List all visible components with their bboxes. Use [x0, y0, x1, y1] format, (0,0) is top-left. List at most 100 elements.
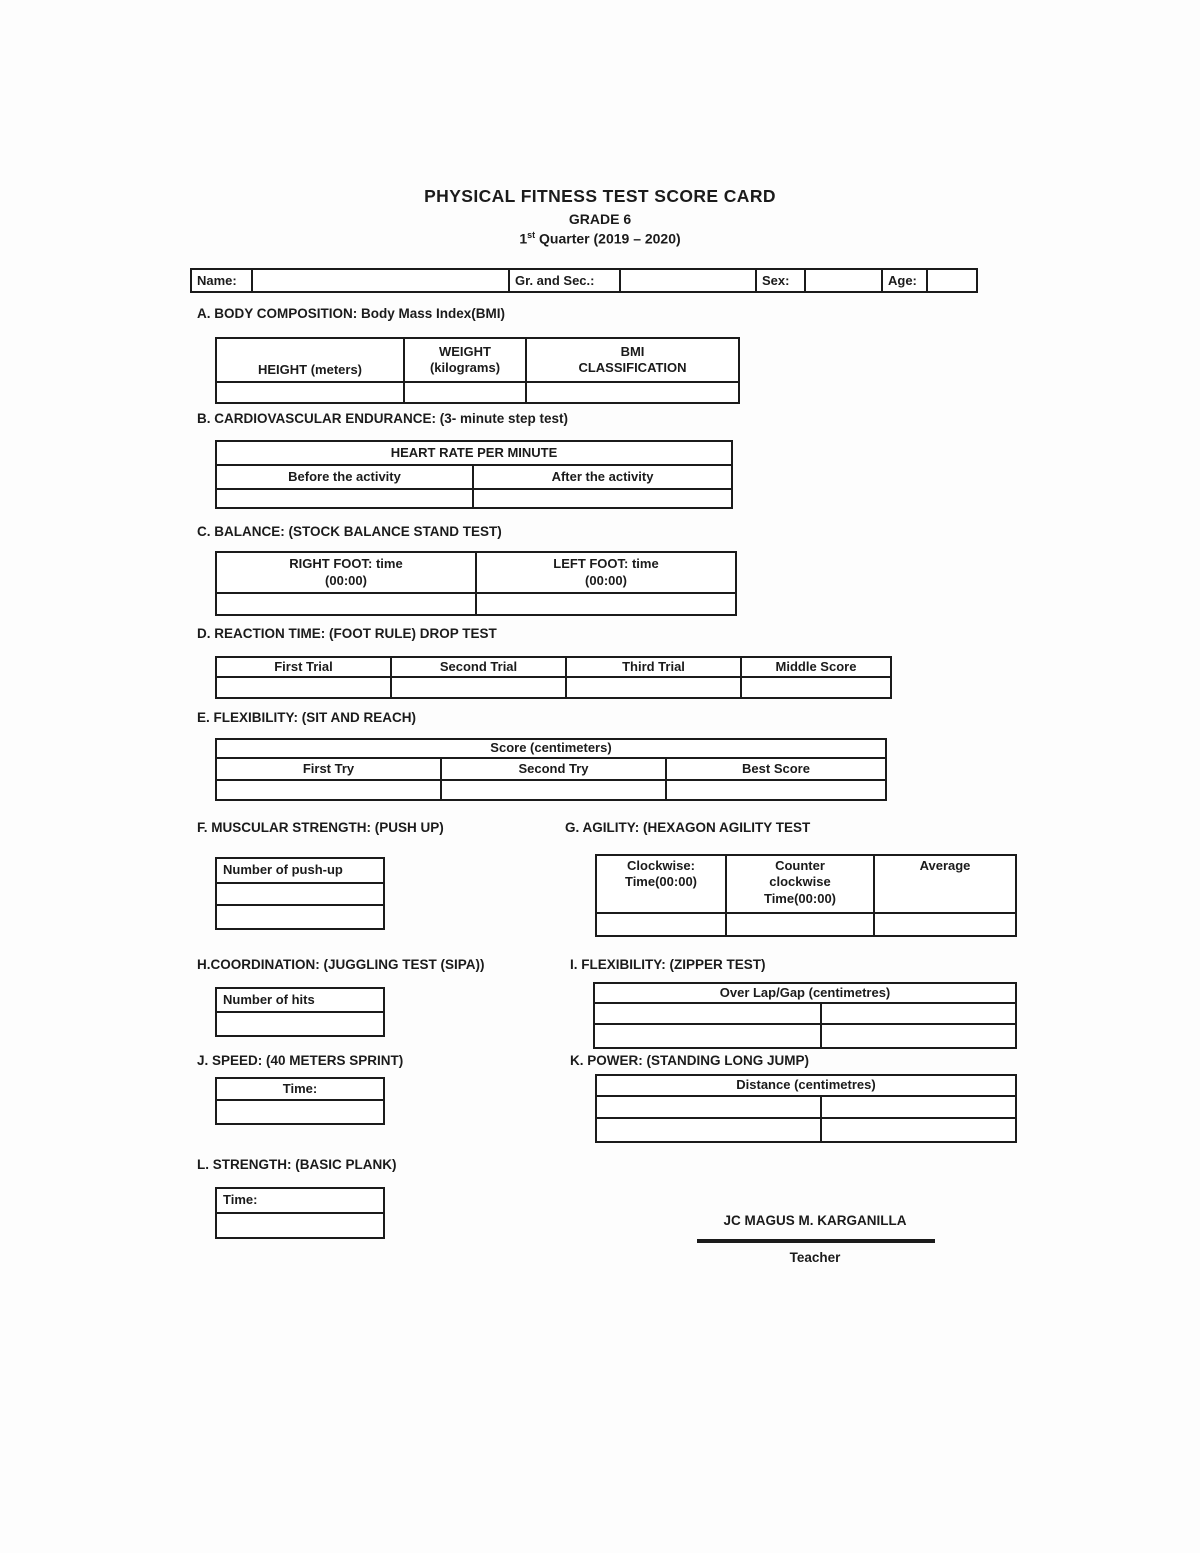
first-try-value-cell[interactable]	[217, 781, 442, 799]
grade-section-label: Gr. and Sec.:	[510, 270, 621, 291]
long-jump-table: Distance (centimetres)	[595, 1074, 1017, 1143]
height-value-cell[interactable]	[217, 383, 405, 402]
long-jump-value-row-2	[597, 1119, 1015, 1141]
after-activity-value-cell[interactable]	[474, 490, 731, 507]
long-jump-title-row: Distance (centimetres)	[597, 1076, 1015, 1097]
right-foot-value-cell[interactable]	[217, 594, 477, 614]
first-trial-value-cell[interactable]	[217, 678, 392, 697]
left-foot-column-header: LEFT FOOT: time (00:00)	[553, 556, 659, 588]
number-of-hits-label: Number of hits	[223, 991, 315, 1007]
teacher-role-label: Teacher	[789, 1250, 841, 1265]
balance-header-row: RIGHT FOOT: time (00:00) LEFT FOOT: time…	[217, 553, 735, 594]
heart-rate-title-row: HEART RATE PER MINUTE	[217, 442, 731, 466]
before-activity-column-header: Before the activity	[217, 466, 474, 488]
agility-value-row	[597, 914, 1015, 935]
sprint-time-label: Time:	[282, 1080, 318, 1096]
balance-value-row	[217, 594, 735, 614]
sex-label: Sex:	[757, 270, 806, 291]
long-jump-value-cell-2[interactable]	[822, 1097, 1015, 1117]
best-score-value-cell[interactable]	[667, 781, 885, 799]
student-info-bar: Name: Gr. and Sec.: Sex: Age:	[190, 268, 978, 293]
after-activity-column-header: After the activity	[551, 468, 654, 484]
sit-and-reach-table: Score (centimeters) First Try Second Try…	[215, 738, 887, 801]
long-jump-value-cell-3[interactable]	[597, 1119, 822, 1141]
age-label: Age:	[883, 270, 928, 291]
heart-rate-label-row: Before the activity After the activity	[217, 466, 731, 490]
zipper-test-table: Over Lap/Gap (centimetres)	[593, 982, 1017, 1049]
clockwise-value-cell[interactable]	[597, 914, 727, 935]
name-label: Name:	[192, 270, 253, 291]
second-try-value-cell[interactable]	[442, 781, 667, 799]
clockwise-column-header: Clockwise: Time(00:00)	[597, 856, 727, 912]
section-g-heading: G. AGILITY: (HEXAGON AGILITY TEST	[565, 820, 811, 835]
heart-rate-table-title: HEART RATE PER MINUTE	[390, 444, 558, 460]
zipper-value-cell-4[interactable]	[822, 1025, 1015, 1047]
middle-score-value-cell[interactable]	[742, 678, 890, 697]
long-jump-value-row-1	[597, 1097, 1015, 1119]
sprint-time-value-cell[interactable]	[217, 1101, 383, 1123]
age-value-field[interactable]	[928, 270, 976, 291]
middle-score-column-header: Middle Score	[775, 658, 857, 674]
quarter-line: 1st Quarter (2019 – 2020)	[0, 230, 1200, 247]
left-foot-value-cell[interactable]	[477, 594, 735, 614]
sprint-table: Time:	[215, 1077, 385, 1125]
sit-and-reach-value-row	[217, 781, 885, 799]
name-value-field[interactable]	[253, 270, 510, 291]
second-trial-value-cell[interactable]	[392, 678, 567, 697]
zipper-value-cell-3[interactable]	[595, 1025, 822, 1047]
zipper-title-row: Over Lap/Gap (centimetres)	[595, 984, 1015, 1004]
page-title: PHYSICAL FITNESS TEST SCORE CARD	[424, 186, 776, 206]
first-try-column-header: First Try	[217, 759, 442, 779]
section-j-heading: J. SPEED: (40 METERS SPRINT)	[197, 1053, 404, 1068]
push-up-table: Number of push-up	[215, 857, 385, 930]
bmi-table: HEIGHT (meters) WEIGHT (kilograms) BMI C…	[215, 337, 740, 404]
push-up-value-row-2	[217, 906, 383, 928]
first-trial-column-header: First Trial	[217, 658, 392, 676]
push-up-value-cell-2[interactable]	[217, 906, 383, 928]
plank-value-row	[217, 1214, 383, 1237]
sit-and-reach-table-title: Score (centimeters)	[490, 740, 612, 756]
before-activity-value-cell[interactable]	[217, 490, 474, 507]
zipper-table-title: Over Lap/Gap (centimetres)	[719, 984, 891, 1000]
bmi-classification-column-header: BMI CLASSIFICATION	[578, 343, 687, 375]
zipper-value-cell-1[interactable]	[595, 1004, 822, 1023]
document-header: PHYSICAL FITNESS TEST SCORE CARD GRADE 6…	[0, 186, 1200, 247]
plank-time-value-cell[interactable]	[217, 1214, 383, 1237]
section-h-heading: H.COORDINATION: (JUGGLING TEST (SIPA))	[197, 957, 485, 972]
hexagon-agility-table: Clockwise: Time(00:00) Counter clockwise…	[595, 854, 1017, 937]
section-e-heading: E. FLEXIBILITY: (SIT AND REACH)	[197, 710, 416, 725]
number-of-hits-value-cell[interactable]	[217, 1013, 383, 1035]
average-value-cell[interactable]	[875, 914, 1015, 935]
agility-header-row: Clockwise: Time(00:00) Counter clockwise…	[597, 856, 1015, 914]
quarter-ordinal-suffix: st	[527, 230, 536, 240]
section-c-heading: C. BALANCE: (STOCK BALANCE STAND TEST)	[197, 524, 502, 539]
push-up-count-label: Number of push-up	[223, 862, 343, 878]
teacher-name: JC MAGUS M. KARGANILLA	[723, 1213, 907, 1228]
long-jump-table-title: Distance (centimetres)	[736, 1077, 876, 1093]
long-jump-value-cell-1[interactable]	[597, 1097, 822, 1117]
counter-clockwise-value-cell[interactable]	[727, 914, 875, 935]
bmi-table-header-row: HEIGHT (meters) WEIGHT (kilograms) BMI C…	[217, 339, 738, 383]
long-jump-value-cell-4[interactable]	[822, 1119, 1015, 1141]
section-l-heading: L. STRENGTH: (BASIC PLANK)	[197, 1157, 397, 1172]
bmi-classification-value-cell[interactable]	[527, 383, 738, 402]
juggling-value-row	[217, 1013, 383, 1035]
grade-section-value-field[interactable]	[621, 270, 757, 291]
heart-rate-table: HEART RATE PER MINUTE Before the activit…	[215, 440, 733, 509]
weight-value-cell[interactable]	[405, 383, 527, 402]
third-trial-value-cell[interactable]	[567, 678, 742, 697]
counter-clockwise-column-header: Counter clockwise Time(00:00)	[727, 856, 875, 912]
height-column-header: HEIGHT (meters)	[217, 339, 405, 381]
sex-value-field[interactable]	[806, 270, 883, 291]
bmi-table-value-row	[217, 383, 738, 402]
quarter-text: Quarter (2019 – 2020)	[535, 230, 681, 247]
reaction-time-table: First Trial Second Trial Third Trial Mid…	[215, 656, 892, 699]
best-score-column-header: Best Score	[742, 760, 810, 776]
push-up-header-row: Number of push-up	[217, 859, 383, 884]
juggling-header-row: Number of hits	[217, 989, 383, 1013]
push-up-value-cell-1[interactable]	[217, 884, 383, 904]
heart-rate-value-row	[217, 490, 731, 507]
zipper-value-cell-2[interactable]	[822, 1004, 1015, 1023]
reaction-time-value-row	[217, 678, 890, 697]
